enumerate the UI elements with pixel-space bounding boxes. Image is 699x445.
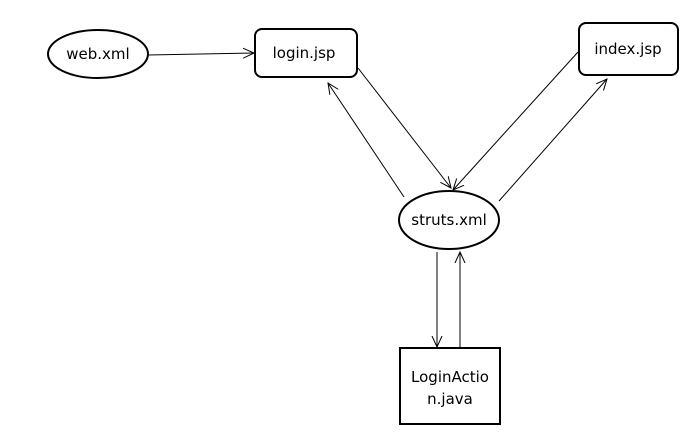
node-login-action-label-line1: LoginActio: [411, 368, 489, 386]
node-login-jsp: login.jsp: [254, 28, 358, 78]
node-login-jsp-label: login.jsp: [273, 44, 336, 62]
edge-web-to-login: [147, 53, 254, 55]
node-web-xml-label: web.xml: [66, 45, 129, 63]
node-struts-xml: struts.xml: [398, 190, 500, 250]
node-struts-xml-label: struts.xml: [411, 211, 487, 229]
edge-struts-to-index: [498, 79, 607, 202]
edge-struts-to-login: [328, 83, 405, 198]
edge-index-to-struts: [453, 51, 579, 190]
node-index-jsp-label: index.jsp: [594, 40, 661, 58]
node-web-xml: web.xml: [47, 29, 149, 79]
node-login-action: LoginActio n.java: [399, 347, 501, 425]
node-login-action-label-line2: n.java: [427, 390, 473, 408]
edge-login-to-struts: [357, 67, 451, 188]
node-index-jsp: index.jsp: [578, 22, 679, 76]
